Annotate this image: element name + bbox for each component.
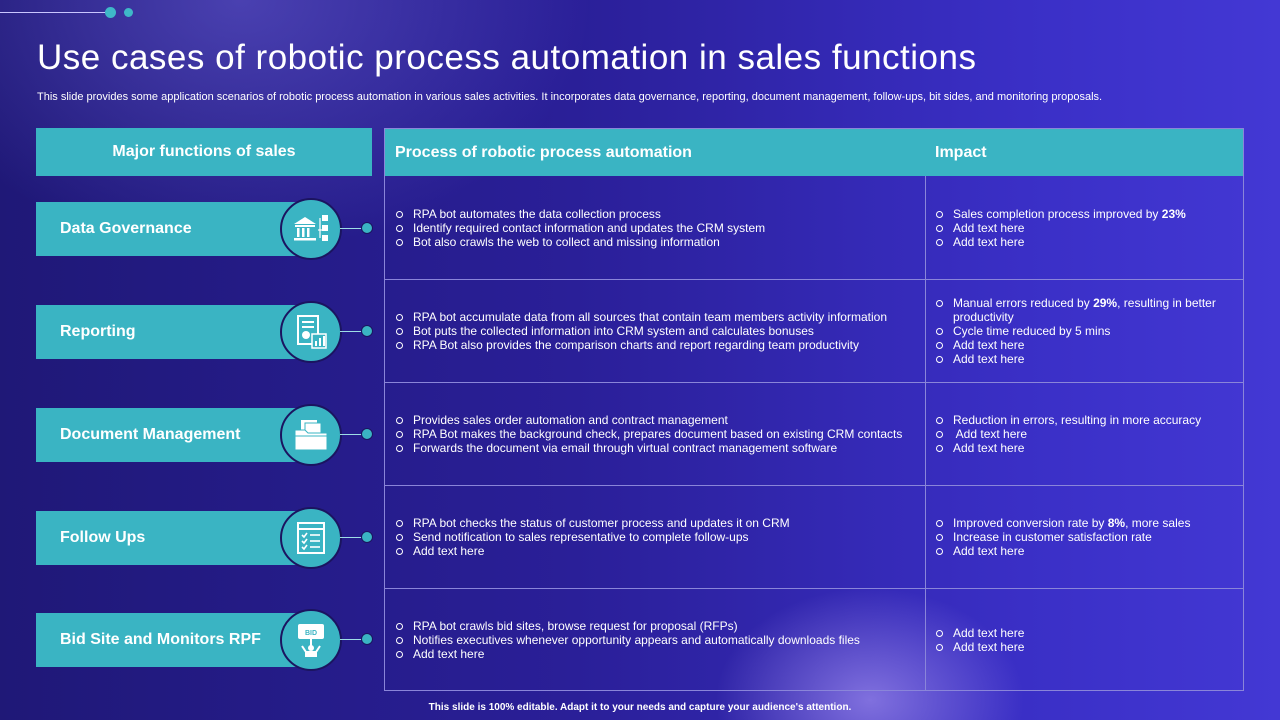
checklist-icon (280, 507, 342, 569)
list-item: Notifies executives whenever opportunity… (395, 633, 860, 647)
function-label: Follow Ups (36, 511, 308, 565)
list-item: Manual errors reduced by 29%, resulting … (935, 296, 1235, 324)
column-divider (925, 176, 926, 691)
list-item: Add text here (935, 352, 1235, 366)
row-divider (385, 485, 1243, 486)
connector-dot (361, 633, 373, 645)
list-item: Add text here (935, 235, 1186, 249)
row-divider (385, 588, 1243, 589)
impact-cell: Improved conversion rate by 8%, more sal… (935, 486, 1235, 588)
bid-icon-text: BID (305, 630, 317, 637)
list-item: Add text here (935, 626, 1024, 640)
list-item: RPA bot crawls bid sites, browse request… (395, 619, 860, 633)
impact-header: Impact (925, 129, 1243, 176)
impact-cell: Reduction in errors, resulting in more a… (935, 383, 1235, 485)
list-item: RPA Bot makes the background check, prep… (395, 427, 902, 441)
process-cell: RPA bot accumulate data from all sources… (395, 280, 921, 382)
process-cell: RPA bot automates the data collection pr… (395, 177, 921, 279)
connector-line (340, 331, 366, 332)
row-divider (385, 382, 1243, 383)
connector-dot (361, 222, 373, 234)
impact-cell: Add text here Add text here (935, 589, 1235, 691)
connector-line (340, 639, 366, 640)
list-item: Increase in customer satisfaction rate (935, 530, 1190, 544)
function-row-follow-ups: Follow Ups (36, 507, 376, 569)
list-item: Improved conversion rate by 8%, more sal… (935, 516, 1190, 530)
connector-dot (361, 428, 373, 440)
function-row-bid-site: Bid Site and Monitors RPF BID (36, 609, 376, 671)
decor-dot (105, 7, 116, 18)
page-title: Use cases of robotic process automation … (37, 38, 977, 77)
function-label: Bid Site and Monitors RPF (36, 613, 308, 667)
list-item: Bot puts the collected information into … (395, 324, 887, 338)
function-row-document-management: Document Management (36, 404, 376, 466)
function-row-data-governance: Data Governance (36, 198, 376, 260)
connector-dot (361, 531, 373, 543)
folder-documents-icon (280, 404, 342, 466)
function-row-reporting: Reporting (36, 301, 376, 363)
bid-paddle-icon: BID (280, 609, 342, 671)
list-item: Reduction in errors, resulting in more a… (935, 413, 1201, 427)
footer-note: This slide is 100% editable. Adapt it to… (428, 702, 852, 713)
list-item: Add text here (395, 544, 790, 558)
connector-dot (361, 325, 373, 337)
impact-cell: Sales completion process improved by 23%… (935, 177, 1235, 279)
bank-data-icon (280, 198, 342, 260)
list-item: Identify required contact information an… (395, 221, 765, 235)
list-item: RPA Bot also provides the comparison cha… (395, 338, 887, 352)
automation-table: Process of robotic process automation Im… (384, 128, 1244, 691)
page-subtitle: This slide provides some application sce… (37, 91, 1103, 103)
function-label: Document Management (36, 408, 308, 462)
list-item: Add text here (395, 647, 860, 661)
function-label: Reporting (36, 305, 308, 359)
decor-dot (124, 8, 133, 17)
list-item: Send notification to sales representativ… (395, 530, 790, 544)
list-item: Add text here (935, 544, 1190, 558)
list-item: Add text here (935, 221, 1186, 235)
decor-line (0, 12, 112, 13)
process-cell: RPA bot crawls bid sites, browse request… (395, 589, 921, 691)
list-item: Forwards the document via email through … (395, 441, 902, 455)
list-item: RPA bot automates the data collection pr… (395, 207, 765, 221)
list-item: RPA bot checks the status of customer pr… (395, 516, 790, 530)
list-item: Cycle time reduced by 5 mins (935, 324, 1235, 338)
function-label: Data Governance (36, 202, 308, 256)
list-item: Add text here (935, 338, 1235, 352)
process-header: Process of robotic process automation (385, 129, 925, 176)
connector-line (340, 537, 366, 538)
list-item: RPA bot accumulate data from all sources… (395, 310, 887, 324)
list-item: Add text here (935, 640, 1024, 654)
report-chart-icon (280, 301, 342, 363)
connector-line (340, 228, 366, 229)
row-divider (385, 279, 1243, 280)
impact-cell: Manual errors reduced by 29%, resulting … (935, 280, 1235, 382)
list-item: Provides sales order automation and cont… (395, 413, 902, 427)
process-cell: RPA bot checks the status of customer pr… (395, 486, 921, 588)
process-cell: Provides sales order automation and cont… (395, 383, 921, 485)
list-item: Add text here (935, 427, 1201, 441)
list-item: Bot also crawls the web to collect and m… (395, 235, 765, 249)
list-item: Sales completion process improved by 23% (935, 207, 1186, 221)
list-item: Add text here (935, 441, 1201, 455)
functions-header: Major functions of sales (36, 128, 372, 176)
connector-line (340, 434, 366, 435)
